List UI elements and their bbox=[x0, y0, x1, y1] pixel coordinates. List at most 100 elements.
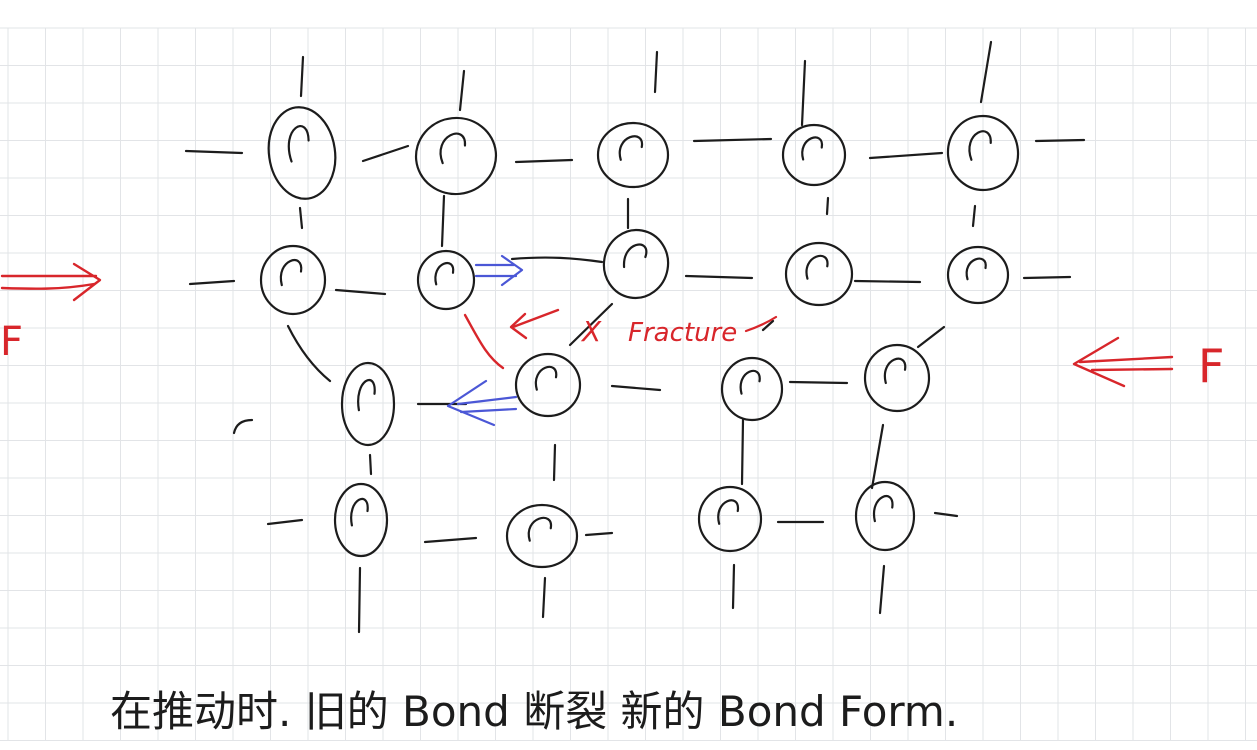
bond bbox=[584, 531, 614, 537]
bond bbox=[286, 324, 332, 383]
bond bbox=[853, 279, 922, 284]
atom-outline bbox=[720, 356, 784, 422]
atom-curl bbox=[968, 130, 992, 161]
atom-curl bbox=[279, 259, 303, 287]
bond bbox=[740, 418, 745, 486]
atom-curl bbox=[883, 357, 907, 385]
bond bbox=[878, 564, 886, 615]
bond bbox=[684, 274, 754, 280]
atom-outline bbox=[416, 249, 476, 311]
atom bbox=[946, 114, 1020, 192]
bond bbox=[800, 59, 807, 127]
atom-outline bbox=[340, 361, 396, 447]
atom bbox=[340, 361, 396, 447]
atom-curl bbox=[965, 257, 987, 281]
left-force-arrow-icon bbox=[0, 262, 102, 302]
bond bbox=[1034, 138, 1086, 143]
atom bbox=[505, 503, 579, 569]
atom-outline bbox=[854, 480, 916, 552]
bond bbox=[788, 380, 849, 385]
bond bbox=[357, 566, 362, 634]
atom bbox=[946, 245, 1010, 305]
atom-layer bbox=[259, 106, 1020, 569]
bond-layer bbox=[184, 40, 1086, 634]
bond bbox=[299, 55, 305, 98]
atom-curl bbox=[439, 132, 467, 165]
bond bbox=[368, 453, 373, 476]
right-force: F bbox=[1072, 336, 1224, 393]
bond bbox=[870, 423, 885, 490]
bond bbox=[568, 302, 614, 347]
fracture-arrow-icon bbox=[509, 308, 560, 340]
bond bbox=[971, 204, 977, 228]
new-bond-left-arrow-icon bbox=[446, 379, 518, 427]
atom-curl bbox=[801, 136, 823, 161]
new-bond-arrows bbox=[446, 254, 524, 427]
bond bbox=[933, 511, 959, 518]
atom-outline bbox=[781, 123, 847, 187]
atom-curl bbox=[717, 499, 739, 525]
bond bbox=[184, 149, 244, 155]
fracture-label: Fracture bbox=[628, 318, 737, 348]
atom-outline bbox=[267, 106, 337, 200]
left-force-label: F bbox=[0, 319, 23, 365]
atom-curl bbox=[805, 254, 829, 280]
graph-paper-grid bbox=[0, 27, 1257, 741]
bond bbox=[188, 279, 236, 286]
atom-curl bbox=[739, 369, 761, 395]
bond bbox=[510, 256, 604, 264]
broken-bond-stroke bbox=[463, 313, 505, 370]
fracture-annotation: X Fracture bbox=[463, 308, 778, 370]
atom-outline bbox=[505, 503, 579, 569]
atom bbox=[514, 352, 582, 418]
atom-curl bbox=[434, 262, 455, 286]
atom bbox=[416, 249, 476, 311]
atom bbox=[414, 116, 498, 196]
bond bbox=[458, 69, 466, 112]
bond bbox=[232, 418, 254, 435]
atom-outline bbox=[697, 485, 763, 553]
bond bbox=[692, 137, 773, 143]
atom-curl bbox=[287, 125, 310, 163]
bond bbox=[979, 40, 993, 104]
bond bbox=[731, 563, 736, 610]
atom-curl bbox=[357, 378, 376, 412]
atom bbox=[784, 241, 854, 307]
bond bbox=[868, 151, 944, 160]
bond bbox=[440, 194, 446, 248]
bond bbox=[298, 206, 304, 230]
left-force: F bbox=[0, 262, 102, 365]
bond bbox=[552, 443, 557, 482]
atom-curl bbox=[622, 243, 648, 269]
fracture-mark: X bbox=[580, 315, 602, 348]
bond bbox=[266, 518, 304, 526]
atom-curl bbox=[350, 498, 369, 527]
bond bbox=[825, 196, 830, 216]
bond bbox=[334, 288, 387, 296]
bond bbox=[514, 158, 574, 164]
atom-outline bbox=[596, 121, 670, 189]
atom-outline bbox=[946, 114, 1020, 192]
atom-outline bbox=[333, 482, 389, 558]
bond bbox=[541, 576, 547, 619]
bond bbox=[1022, 275, 1072, 280]
new-bond-right-arrow-icon bbox=[474, 254, 524, 287]
atom bbox=[697, 485, 763, 553]
atom-outline bbox=[414, 116, 498, 196]
atom-outline bbox=[946, 245, 1010, 305]
atom-curl bbox=[618, 135, 643, 161]
right-force-label: F bbox=[1198, 339, 1224, 393]
bond bbox=[423, 536, 478, 544]
bond bbox=[361, 144, 410, 163]
atom bbox=[596, 121, 670, 189]
atom bbox=[781, 123, 847, 187]
atom bbox=[854, 480, 916, 552]
bond bbox=[761, 319, 775, 332]
fracture-underline-icon bbox=[744, 315, 778, 333]
right-force-arrow-icon bbox=[1072, 336, 1174, 388]
atom bbox=[333, 482, 389, 558]
atom bbox=[259, 244, 327, 316]
atom bbox=[602, 228, 670, 300]
atom-outline bbox=[784, 241, 854, 307]
